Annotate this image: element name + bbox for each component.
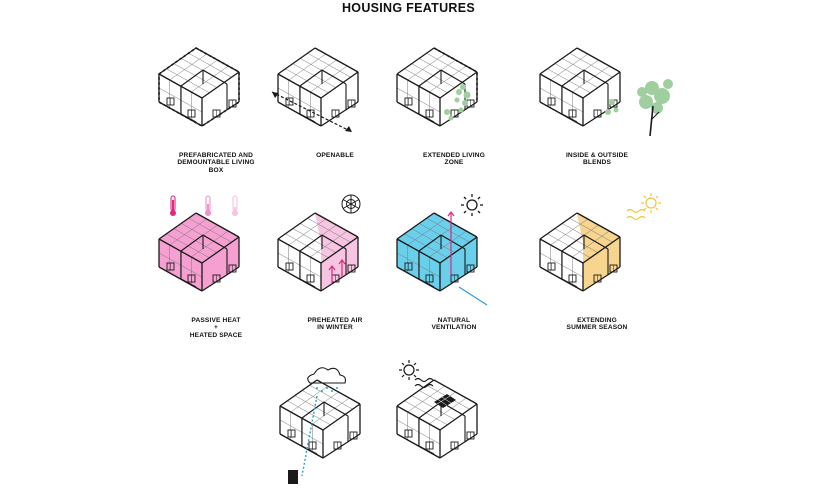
thermometer-icon (170, 195, 176, 216)
solar-panel (399, 360, 456, 408)
sun-icon (461, 194, 483, 216)
house-windows (404, 262, 475, 283)
sun-icon (399, 360, 419, 380)
page-title: HOUSING FEATURES (341, 1, 476, 15)
house-passive-heat-diagram (158, 212, 240, 292)
house-frame (277, 212, 359, 292)
caption-line: BOX (208, 166, 224, 174)
caption-line: BLENDS (582, 159, 611, 167)
caption-line: VENTILATION (431, 324, 477, 332)
caption-line: PREFABRICATED AND (179, 152, 253, 159)
house-frame (396, 212, 478, 292)
caption-line: ZONE (444, 159, 464, 167)
thermometer-icon (205, 195, 211, 216)
house-frame (396, 379, 478, 459)
house-windows (404, 429, 475, 450)
thermometer-icon (232, 195, 238, 216)
caption-line: SUMMER SEASON (566, 324, 628, 332)
house-windows (404, 97, 475, 118)
caption-line: DEMOUNTABLE LIVING (177, 159, 255, 167)
caption-line: NATURAL (437, 317, 471, 324)
house-windows (166, 97, 237, 118)
snowflake-icon (341, 194, 361, 214)
house-windows (166, 262, 237, 283)
house-preheated-air-diagram (277, 212, 359, 292)
caption-line: EXTENDING (577, 317, 617, 324)
caption-line: EXTENDED LIVING (423, 152, 485, 159)
plants-inside (433, 47, 478, 121)
house-inside-outside-diagram (539, 47, 673, 137)
caption-line: OPENABLE (316, 152, 354, 159)
caption-line: PASSIVE HEAT (191, 317, 241, 324)
house-windows (547, 262, 618, 283)
warm-air-arrows (328, 259, 346, 283)
house-windows (285, 262, 356, 283)
house-ventilation-diagram (396, 211, 488, 306)
house-frame (539, 212, 621, 292)
house-frame (279, 379, 361, 459)
caption-line: HEATED SPACE (189, 331, 243, 339)
house-frame (396, 47, 478, 127)
house-frame (277, 47, 359, 127)
house-windows (287, 429, 358, 450)
caption-line: INSIDE & OUTSIDE (565, 152, 629, 159)
caption-line: IN WINTER (317, 324, 353, 332)
house-frame (158, 212, 240, 292)
house-prefab-diagram (158, 47, 240, 127)
house-windows (547, 97, 618, 118)
feature-caption: OPENABLE (260, 152, 410, 159)
caption-line: PREHEATED AIR (307, 317, 363, 324)
heat-waves-icon (414, 377, 434, 389)
caption-line: + (213, 324, 218, 332)
rain-collection (288, 367, 346, 484)
airflow-arrows (447, 211, 488, 306)
house-openable-diagram (271, 47, 359, 133)
feature-caption: PASSIVE HEAT+HEATED SPACE (141, 317, 291, 339)
opening-arrow (271, 91, 353, 133)
house-summer-diagram (539, 212, 621, 292)
demountable-box-outline (158, 47, 240, 127)
sun-heat-icon (626, 193, 661, 221)
house-solar-diagram (396, 360, 478, 459)
house-frame (539, 47, 621, 127)
tree-outside (605, 79, 673, 137)
house-rainwater-diagram (279, 367, 361, 484)
house-extended-zone-diagram (396, 47, 478, 127)
